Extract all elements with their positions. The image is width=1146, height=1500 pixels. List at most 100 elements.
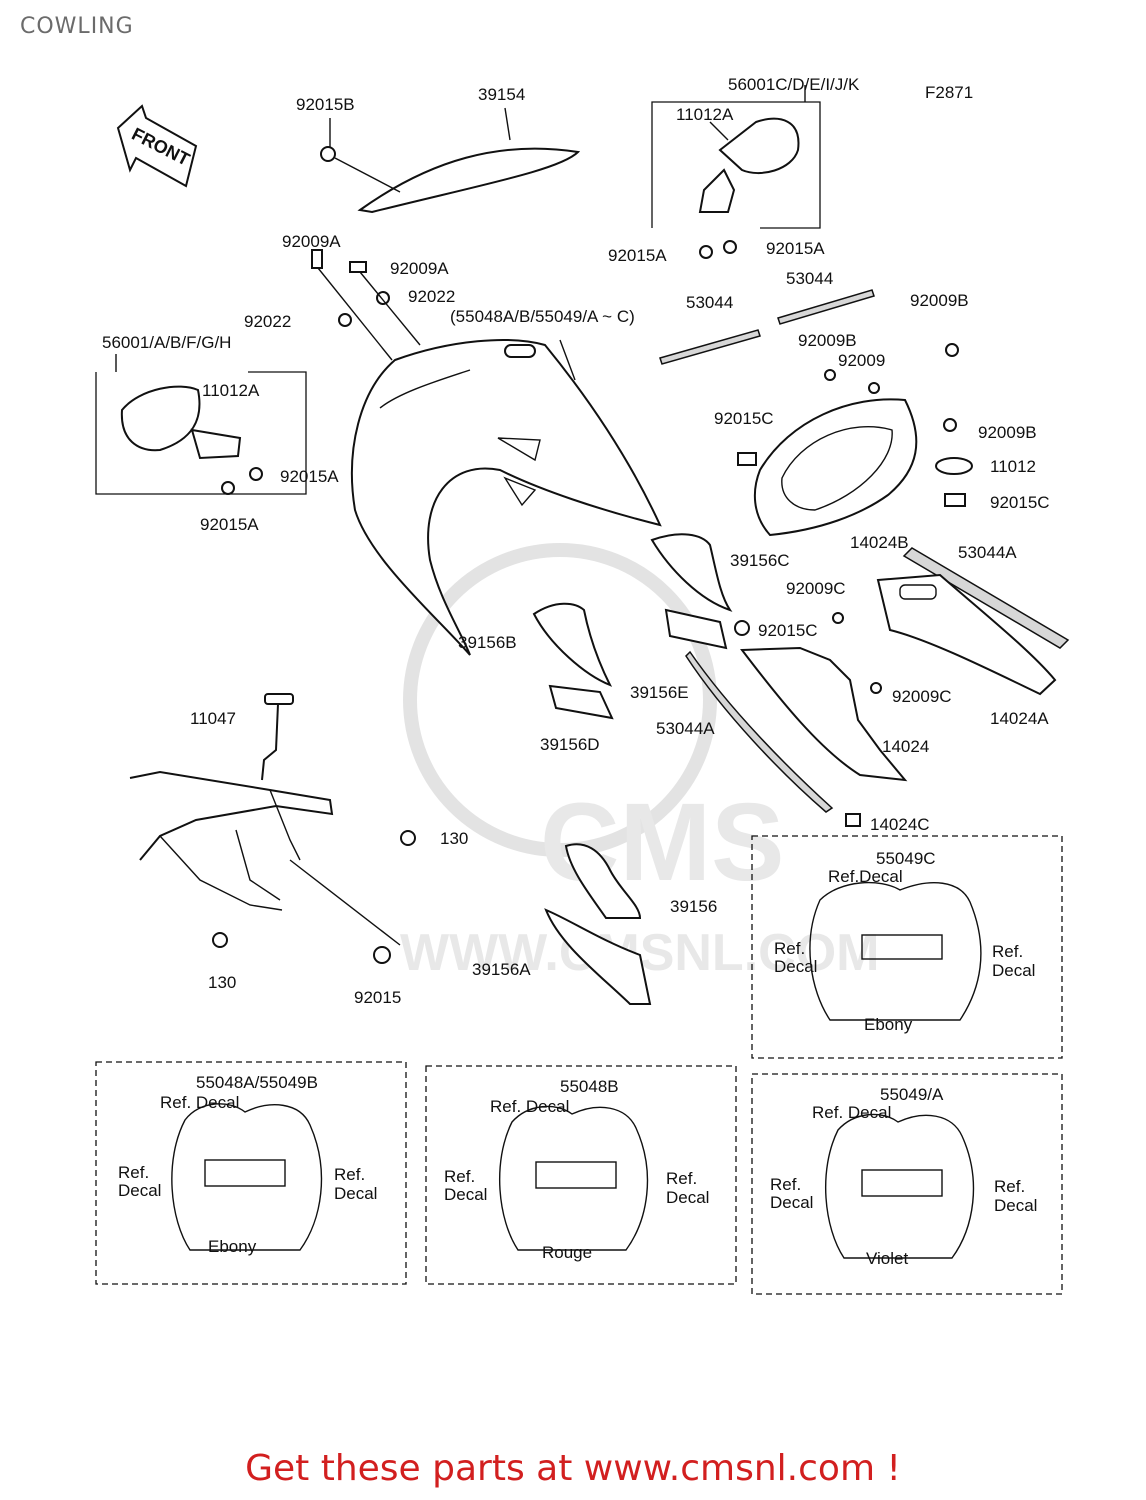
variant-box-55048B: 55048B Ref. Decal Ref. Decal Ref. Decal … xyxy=(425,1065,737,1285)
label-92015C-3: 92015C xyxy=(758,621,818,640)
watermark-logo: CMS xyxy=(540,781,784,904)
variant-left-decal-55049A-2: Decal xyxy=(770,1193,813,1212)
variant-right-decal-55049A-2: Decal xyxy=(994,1196,1037,1215)
label-92015: 92015 xyxy=(354,988,401,1007)
label-53044A-1: 53044A xyxy=(958,543,1017,562)
label-92009A-2: 92009A xyxy=(390,259,449,278)
figure-code: F2871 xyxy=(925,83,973,102)
inner-panel-14024A xyxy=(876,573,1057,696)
cover-39156E xyxy=(664,608,728,650)
right-mirror-part xyxy=(651,85,821,259)
label-92009B-2: 92009B xyxy=(798,331,857,350)
inner-panel-14024B xyxy=(737,343,973,537)
label-92015A-1: 92015A xyxy=(608,246,667,265)
variant-code-55049A: 55049/A xyxy=(880,1085,944,1104)
variant-color-55048A: Ebony xyxy=(208,1237,257,1256)
label-92015A-4: 92015A xyxy=(200,515,259,534)
watermark: CMS WWW.CMSNL.COM xyxy=(400,543,879,982)
variant-left-decal-55048B: Ref. xyxy=(444,1167,475,1186)
label-92022-2: 92022 xyxy=(244,312,291,331)
label-53044-2: 53044 xyxy=(786,269,833,288)
label-92009A-1: 92009A xyxy=(282,232,341,251)
strip-53044A xyxy=(902,547,1070,649)
variant-right-decal-55049C: Ref. xyxy=(992,942,1023,961)
label-39156A: 39156A xyxy=(472,960,531,979)
label-56001C: 56001C/D/E/I/J/K xyxy=(728,75,860,94)
label-92015A-2: 92015A xyxy=(766,239,825,258)
label-92015C-2: 92015C xyxy=(990,493,1050,512)
windshield-part xyxy=(320,107,581,214)
label-92015A-3: 92015A xyxy=(280,467,339,486)
strip-53044A-lower xyxy=(685,650,834,813)
label-11012: 11012 xyxy=(990,457,1036,476)
cover-39156D xyxy=(548,684,614,720)
variant-color-55049A: Violet xyxy=(866,1249,908,1268)
label-39156B: 39156B xyxy=(458,633,517,652)
label-11047: 11047 xyxy=(190,709,236,728)
variant-right-decal-55049A: Ref. xyxy=(994,1177,1025,1196)
cover-39156 xyxy=(564,843,642,919)
variant-left-decal-55048A-2: Decal xyxy=(118,1181,161,1200)
label-130-1: 130 xyxy=(440,829,468,848)
variant-top-decal-55049A: Ref. Decal xyxy=(812,1103,891,1122)
label-11012A-left: 11012A xyxy=(202,381,260,400)
label-92022-1: 92022 xyxy=(408,287,455,306)
label-53044-1: 53044 xyxy=(686,293,733,312)
label-92009: 92009 xyxy=(838,351,885,370)
variant-right-decal-55048B-2: Decal xyxy=(666,1188,709,1207)
front-arrow-icon: FRONT xyxy=(116,104,198,188)
label-130-2: 130 xyxy=(208,973,236,992)
label-14024C: 14024C xyxy=(870,815,930,834)
cowling-stay-11047 xyxy=(129,693,416,964)
lower-panel-14024 xyxy=(740,646,908,782)
variant-code-55048A: 55048A/55049B xyxy=(196,1073,318,1092)
label-92009B-1: 92009B xyxy=(910,291,969,310)
variant-left-decal-55049C-2: Decal xyxy=(774,957,817,976)
variant-top-decal-55049C: Ref.Decal xyxy=(828,867,903,886)
label-14024B: 14024B xyxy=(850,533,909,552)
variant-box-55049A: 55049/A Ref. Decal Ref. Decal Ref. Decal… xyxy=(751,1073,1063,1295)
variant-code-55048B: 55048B xyxy=(560,1077,619,1096)
footer-link[interactable]: Get these parts at www.cmsnl.com ! xyxy=(245,1448,901,1489)
variant-left-decal-55048A: Ref. xyxy=(118,1163,149,1182)
label-92009C-2: 92009C xyxy=(892,687,952,706)
label-53044A-2: 53044A xyxy=(656,719,715,738)
bolt-92009C xyxy=(832,612,844,624)
label-39154: 39154 xyxy=(478,85,525,104)
label-92015B: 92015B xyxy=(296,95,355,114)
variant-color-55049C: Ebony xyxy=(864,1015,913,1034)
page-title: COWLING xyxy=(20,14,134,39)
left-mirror-part xyxy=(95,354,307,495)
variant-left-decal-55048B-2: Decal xyxy=(444,1185,487,1204)
label-39156C: 39156C xyxy=(730,551,790,570)
upper-cowling-part xyxy=(351,339,662,656)
variant-right-decal-55048A-2: Decal xyxy=(334,1184,377,1203)
variant-top-decal-55048B: Ref. Decal xyxy=(490,1097,569,1116)
cover-39156B xyxy=(532,602,613,687)
variant-box-55049C: 55049C Ref.Decal Ref. Decal Ref. Decal E… xyxy=(751,835,1063,1059)
variant-code-55049C: 55049C xyxy=(876,849,936,868)
label-14024: 14024 xyxy=(882,737,929,756)
label-39156E: 39156E xyxy=(630,683,689,702)
clip-14024C xyxy=(845,813,861,827)
cover-39156C xyxy=(650,533,733,612)
nut-92015C xyxy=(734,620,750,636)
label-14024A: 14024A xyxy=(990,709,1049,728)
cover-39156A xyxy=(544,908,652,1005)
variant-left-decal-55049A: Ref. xyxy=(770,1175,801,1194)
variant-top-decal-55048A: Ref. Decal xyxy=(160,1093,239,1112)
variant-right-decal-55048B: Ref. xyxy=(666,1169,697,1188)
variant-right-decal-55048A: Ref. xyxy=(334,1165,365,1184)
label-11012A-top: 11012A xyxy=(676,105,734,124)
variant-left-decal-55049C: Ref. xyxy=(774,939,805,958)
trim-strips-53044 xyxy=(659,289,875,365)
bolts-92009A xyxy=(311,249,421,361)
label-92009C-1: 92009C xyxy=(786,579,846,598)
variant-color-55048B: Rouge xyxy=(542,1243,592,1262)
label-39156: 39156 xyxy=(670,897,717,916)
label-55048: (55048A/B/55049/A ~ C) xyxy=(450,307,635,326)
label-39156D: 39156D xyxy=(540,735,600,754)
label-56001: 56001/A/B/F/G/H xyxy=(102,333,231,352)
label-92015C-1: 92015C xyxy=(714,409,774,428)
